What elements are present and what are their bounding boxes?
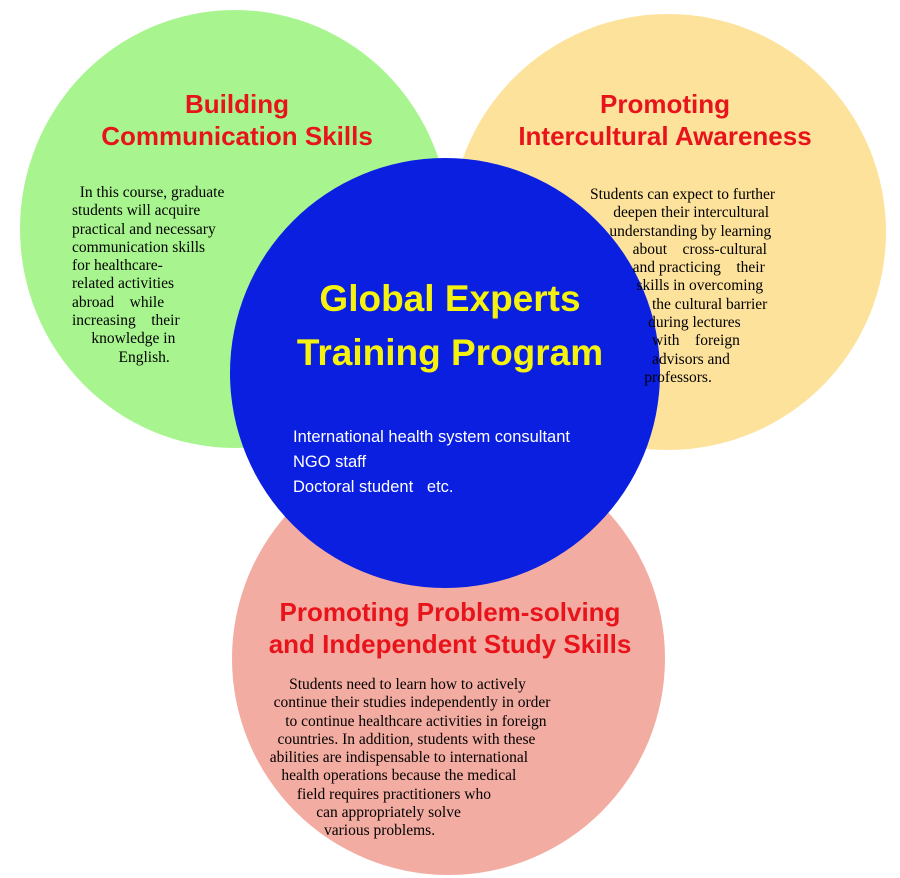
description-line: for healthcare-	[72, 257, 163, 275]
program-title: Global Experts Training Program	[296, 278, 604, 373]
program-center-circle	[230, 158, 660, 588]
description-line: Students can expect to further	[590, 186, 776, 203]
description-line: continue their studies independently in …	[262, 694, 551, 712]
description-line: practical and necessary	[72, 220, 216, 238]
description-line: Students need to learn how to actively	[262, 676, 526, 693]
description-line: communication skills	[72, 238, 206, 256]
description-line: the cultural barrier	[590, 295, 768, 313]
description-line: In this course, graduate	[72, 184, 225, 201]
description-line: professors.	[590, 368, 712, 386]
career-path-item: NGO staff	[293, 453, 367, 471]
description-line: to continue healthcare activities in for…	[262, 712, 547, 730]
communication-skills-heading: Building Communication Skills	[101, 89, 373, 151]
description-line: skills in overcoming	[590, 277, 764, 295]
description-line: abroad while	[72, 293, 165, 311]
career-path-item: Doctoral student etc.	[293, 478, 454, 496]
description-line: can appropriately solve	[262, 804, 461, 822]
description-line: English.	[72, 348, 170, 366]
intercultural-awareness-description: Students can expect to further deepen th…	[590, 186, 840, 387]
description-line: health operations because the medical	[262, 767, 517, 785]
career-path-item: International health system consultant	[293, 428, 570, 446]
problem-solving-description: Students need to learn how to actively c…	[262, 676, 642, 841]
problem-solving-heading: Promoting Problem-solving and Independen…	[268, 597, 632, 659]
description-line: during lectures	[590, 314, 741, 332]
communication-skills-description: In this course, graduate students will a…	[72, 184, 282, 367]
description-line: deepen their intercultural	[590, 204, 770, 222]
description-line: understanding by learning	[590, 222, 772, 240]
description-line: field requires practitioners who	[262, 785, 491, 803]
description-line: countries. In addition, students with th…	[262, 730, 536, 748]
description-line: related activities	[72, 275, 174, 293]
description-line: increasing their	[72, 312, 180, 330]
description-line: abilities are indispensable to internati…	[262, 749, 529, 767]
intercultural-awareness-heading: Promoting Intercultural Awareness	[518, 89, 812, 151]
description-line: various problems.	[262, 822, 436, 840]
description-line: knowledge in	[72, 330, 176, 348]
career-paths-list: International health system consultant N…	[293, 425, 653, 500]
description-line: about cross-cultural	[590, 240, 767, 258]
description-line: with foreign	[590, 332, 740, 350]
description-line: students will acquire	[72, 202, 201, 220]
description-line: and practicing their	[590, 259, 765, 277]
description-line: advisors and	[590, 350, 730, 368]
